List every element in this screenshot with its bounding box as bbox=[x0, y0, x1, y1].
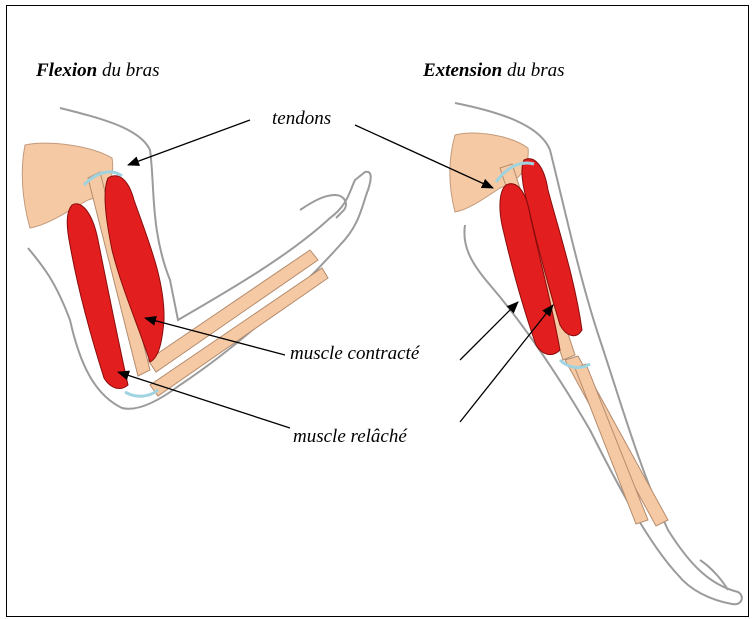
label-muscle-relache: muscle relâché bbox=[293, 426, 407, 448]
arrow-relaxed-left bbox=[118, 372, 290, 428]
flexion-title-rest: du bras bbox=[97, 60, 159, 81]
flexion-ulna bbox=[150, 268, 328, 396]
extension-ulna bbox=[575, 364, 648, 524]
flexion-hand-outline bbox=[300, 195, 346, 218]
flexion-tendon-bottom bbox=[125, 390, 158, 396]
extension-title-bold: Extension bbox=[423, 60, 502, 81]
label-tendons: tendons bbox=[272, 108, 331, 130]
arrow-relaxed-right bbox=[460, 305, 553, 422]
extension-title-rest: du bras bbox=[502, 60, 564, 81]
arrow-contracted-right bbox=[460, 302, 518, 360]
extension-arm bbox=[450, 103, 742, 604]
flexion-title-bold: Flexion bbox=[36, 60, 97, 81]
label-muscle-contracte: muscle contracté bbox=[290, 343, 419, 365]
flexion-title: Flexion du bras bbox=[36, 60, 160, 82]
extension-title: Extension du bras bbox=[423, 60, 565, 82]
